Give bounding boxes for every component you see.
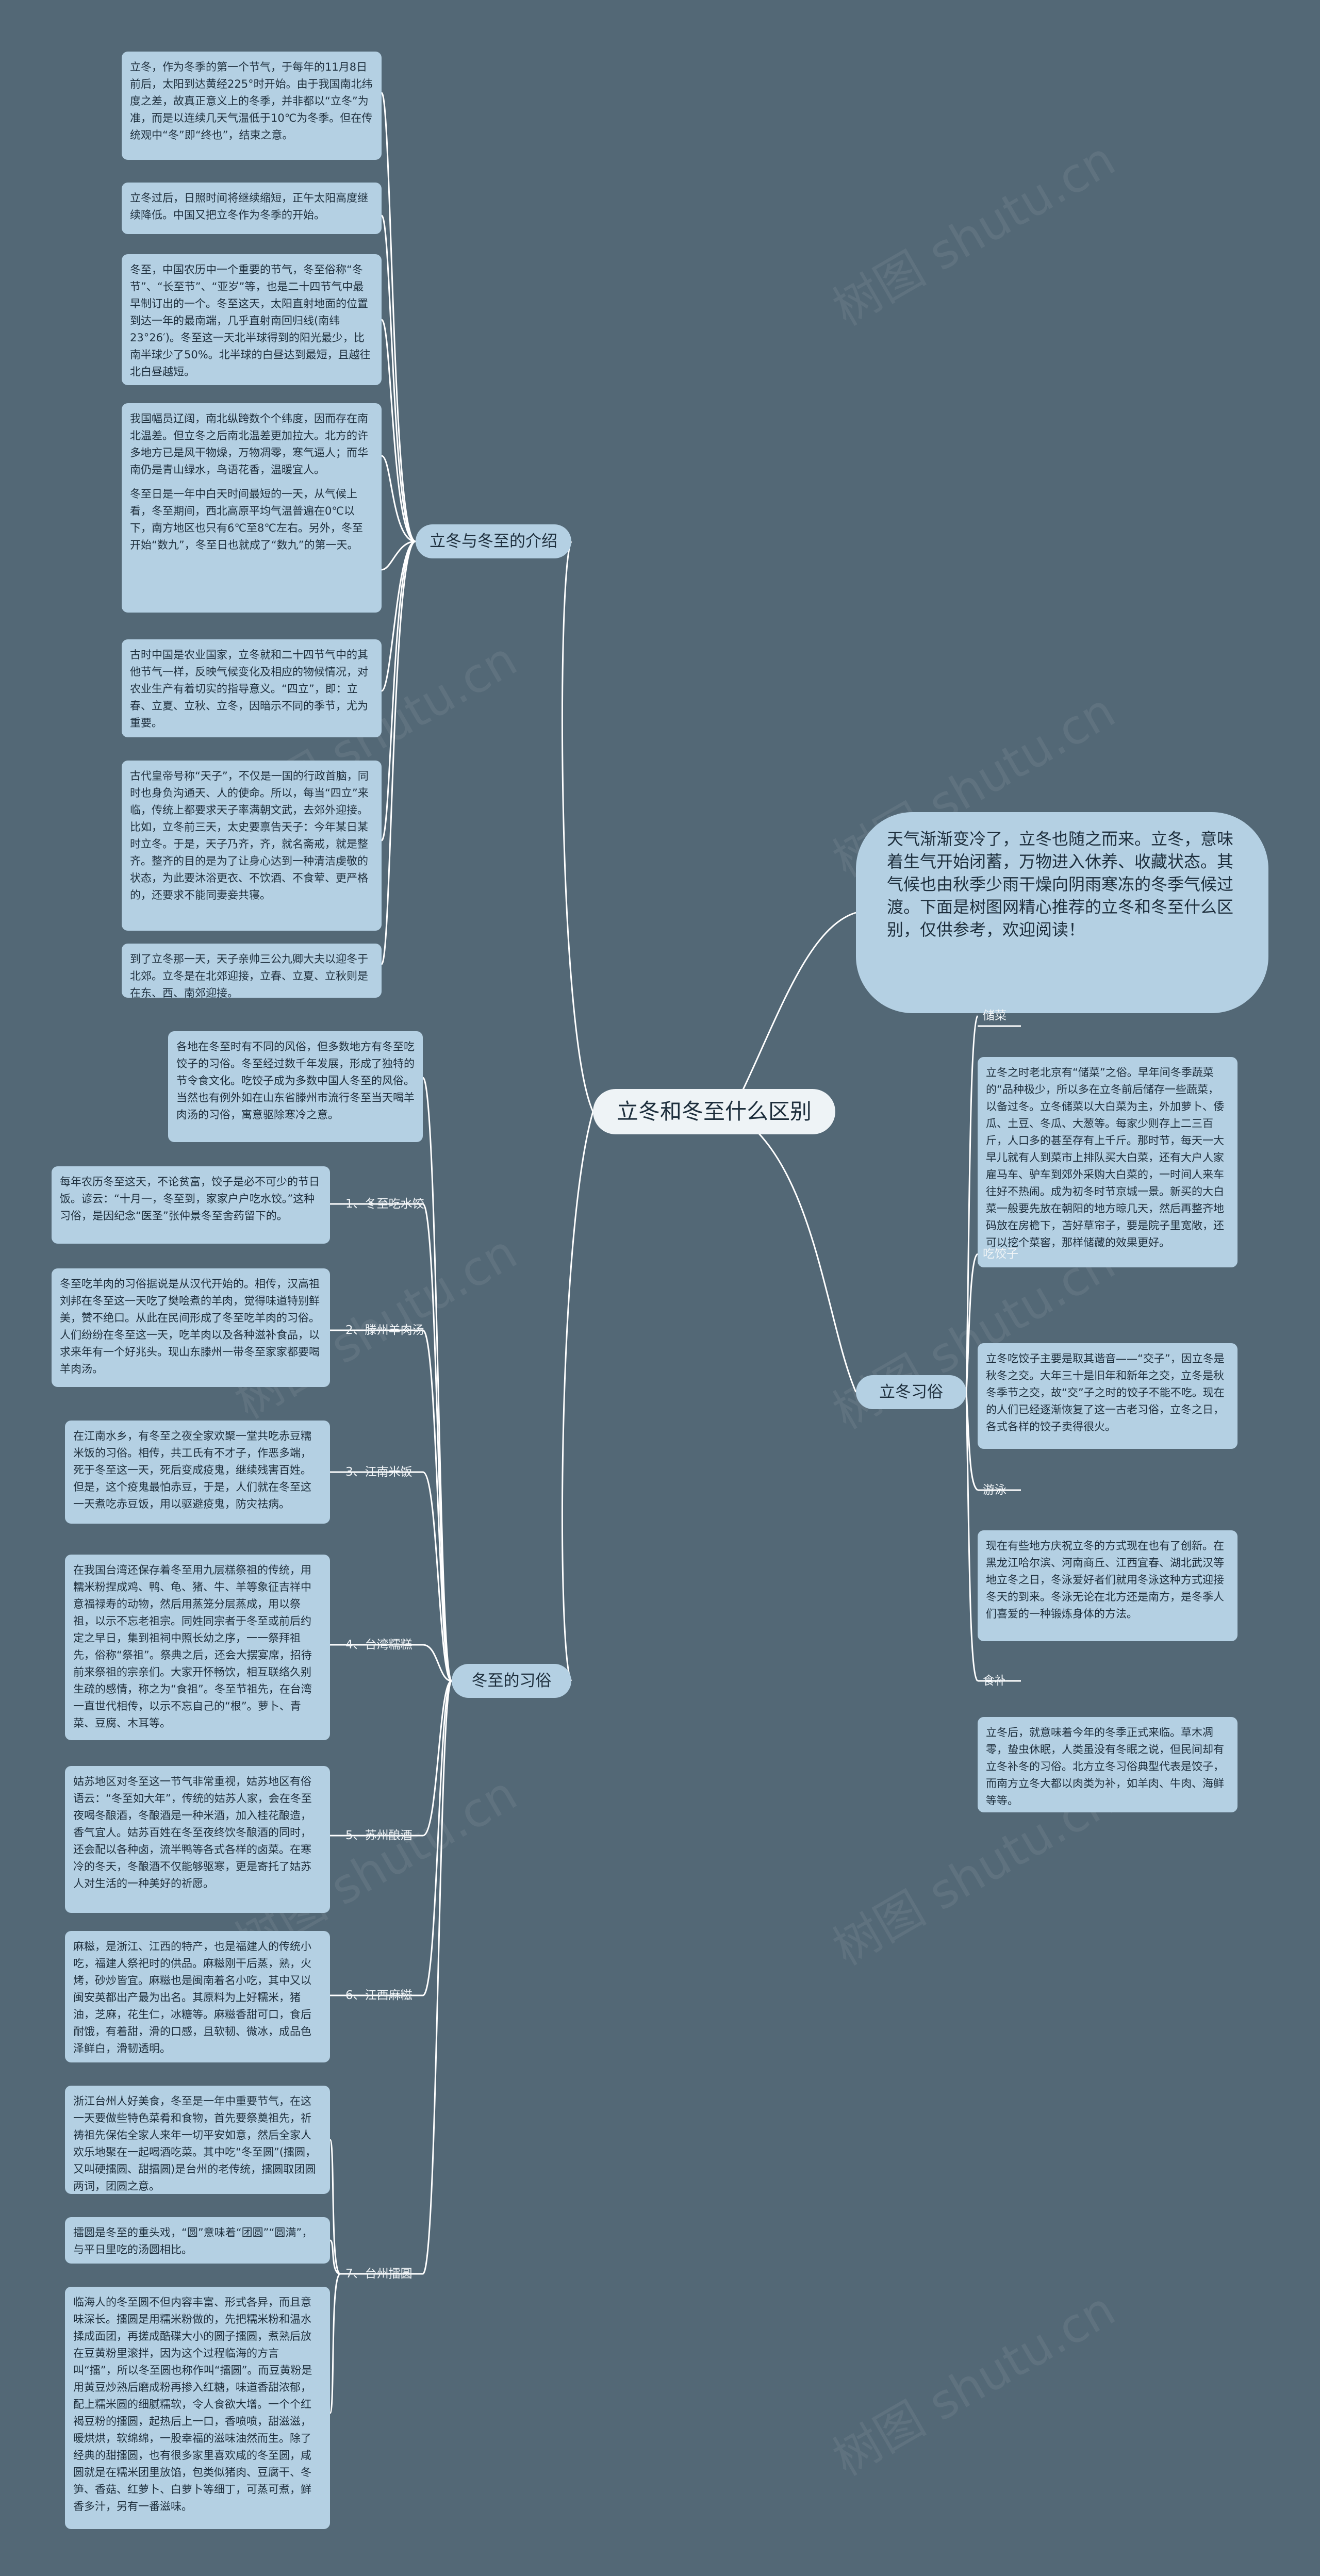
winter-custom-text[interactable]: 立冬后，就意味着今年的冬季正式来临。草木凋零，蛰虫休眠，人类虽没有冬眠之说，但民… bbox=[978, 1717, 1238, 1812]
winter-custom-title[interactable]: 食补 bbox=[983, 1674, 1006, 1688]
intro-leaf-8[interactable]: 到了立冬那一天，天子亲帅三公九卿大夫以迎冬于北郊。立冬是在北郊迎接，立春、立夏、… bbox=[122, 944, 382, 998]
intro-leaf-2[interactable]: 立冬过后，日照时间将继续缩短，正午太阳高度继续降低。中国又把立冬作为冬季的开始。 bbox=[122, 183, 382, 234]
root-topic[interactable]: 立冬和冬至什么区别 bbox=[593, 1089, 835, 1134]
solstice-custom-text[interactable]: 冬至吃羊肉的习俗据说是从汉代开始的。相传，汉高祖刘邦在冬至这一天吃了樊哙煮的羊肉… bbox=[52, 1268, 330, 1387]
branch-solstice-customs[interactable]: 冬至的习俗 bbox=[452, 1664, 571, 1698]
intro-leaf-7[interactable]: 古代皇帝号称“天子”，不仅是一国的行政首脑，同时也身负沟通天、人的使命。所以，每… bbox=[122, 761, 382, 931]
solstice-custom-title[interactable]: 5、苏州酿酒 bbox=[345, 1829, 412, 1842]
intro-leaf-6[interactable]: 古时中国是农业国家，立冬就和二十四节气中的其他节气一样，反映气候变化及相应的物候… bbox=[122, 639, 382, 737]
solstice-custom-text[interactable]: 每年农历冬至这天，不论贫富，饺子是必不可少的节日饭。谚云：“十月一，冬至到，家家… bbox=[52, 1166, 330, 1244]
branch-intro[interactable]: 立冬与冬至的介绍 bbox=[416, 524, 571, 558]
solstice-custom-text[interactable]: 姑苏地区对冬至这一节气非常重视，姑苏地区有俗语云：“冬至如大年”，传统的姑苏人家… bbox=[65, 1766, 330, 1913]
solstice-custom-title[interactable]: 7、台州擂圆 bbox=[345, 2267, 412, 2281]
solstice-custom-title[interactable]: 2、滕州羊肉汤 bbox=[345, 1324, 424, 1337]
winter-custom-title[interactable]: 吃饺子 bbox=[983, 1247, 1018, 1261]
solstice-custom-title[interactable]: 6、江西麻糍 bbox=[345, 1989, 412, 2002]
solstice-general-text[interactable]: 各地在冬至时有不同的风俗，但多数地方有冬至吃饺子的习俗。冬至经过数千年发展，形成… bbox=[168, 1031, 423, 1142]
winter-custom-text[interactable]: 立冬之时老北京有“储菜”之俗。早年间冬季蔬菜的“品种极少，所以多在立冬前后储存一… bbox=[978, 1057, 1238, 1267]
intro-summary[interactable]: 天气渐渐变冷了，立冬也随之而来。立冬，意味着生气开始闭蓄，万物进入休养、收藏状态… bbox=[856, 812, 1268, 1013]
winter-custom-title[interactable]: 游泳 bbox=[983, 1483, 1006, 1497]
intro-leaf-3[interactable]: 冬至，中国农历中一个重要的节气，冬至俗称“冬节”、“长至节”、“亚岁”等，也是二… bbox=[122, 254, 382, 385]
solstice-custom-text[interactable]: 浙江台州人好美食，冬至是一年中重要节气，在这一天要做些特色菜肴和食物，首先要祭奠… bbox=[65, 2086, 330, 2194]
solstice-custom-text[interactable]: 在我国台湾还保存着冬至用九层糕祭祖的传统，用糯米粉捏成鸡、鸭、龟、猪、牛、羊等象… bbox=[65, 1555, 330, 1740]
winter-custom-text[interactable]: 立冬吃饺子主要是取其谐音——“交子”，因立冬是秋冬之交。大年三十是旧年和新年之交… bbox=[978, 1343, 1238, 1449]
winter-custom-title[interactable]: 储菜 bbox=[983, 1009, 1006, 1022]
winter-custom-text[interactable]: 现在有些地方庆祝立冬的方式现在也有了创新。在黑龙江哈尔滨、河南商丘、江西宜春、湖… bbox=[978, 1530, 1238, 1641]
solstice-custom-title[interactable]: 4、台湾糯糕 bbox=[345, 1638, 412, 1652]
branch-winter-customs[interactable]: 立冬习俗 bbox=[856, 1375, 966, 1409]
solstice-custom-text[interactable]: 在江南水乡，有冬至之夜全家欢聚一堂共吃赤豆糯米饭的习俗。相传，共工氏有不才子，作… bbox=[65, 1421, 330, 1524]
solstice-custom-text[interactable]: 麻糍，是浙江、江西的特产，也是福建人的传统小吃，福建人祭祀时的供品。麻糍刚干后蒸… bbox=[65, 1931, 330, 2062]
solstice-custom-text[interactable]: 临海人的冬至圆不但内容丰富、形式各异，而且意味深长。擂圆是用糯米粉做的，先把糯米… bbox=[65, 2287, 330, 2529]
solstice-custom-title[interactable]: 1、冬至吃水饺 bbox=[345, 1197, 424, 1211]
intro-leaf-1[interactable]: 立冬，作为冬季的第一个节气，于每年的11月8日前后，太阳到达黄经225°时开始。… bbox=[122, 52, 382, 160]
solstice-custom-text[interactable]: 擂圆是冬至的重头戏，“圆”意味着“团圆”“圆满”，与平日里吃的汤圆相比。 bbox=[65, 2217, 330, 2264]
intro-leaf-5[interactable]: 冬至日是一年中白天时间最短的一天，从气候上看，冬至期间，西北高原平均气温普遍在0… bbox=[122, 478, 382, 613]
solstice-custom-title[interactable]: 3、江南米饭 bbox=[345, 1465, 412, 1479]
